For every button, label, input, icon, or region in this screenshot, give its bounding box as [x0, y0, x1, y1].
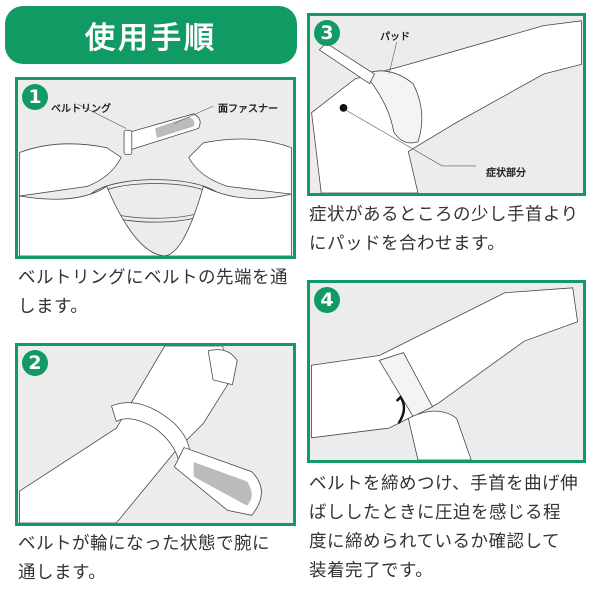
arm-belt-illustration — [19, 346, 262, 523]
step-1-caption: ベルトリングにベルトの先端を通 します。 — [18, 268, 288, 317]
step-number-badge: 2 — [22, 350, 48, 376]
step-1-illustration: 1 ベルトリング 面ファスナー — [15, 77, 296, 259]
page-title-banner: 使用手順 — [5, 6, 297, 64]
pad-label: パッド — [380, 32, 410, 43]
step-4-caption: ベルトを締めつけ、手首を曲げ伸 ばししたときに圧迫を感じる程 度に締められている… — [309, 474, 579, 581]
belt-ring-illustration — [19, 103, 292, 256]
velcro-label: 面ファスナー — [218, 104, 278, 115]
page-title: 使用手順 — [85, 21, 217, 56]
step-number-badge: 1 — [22, 84, 48, 110]
pad-placement-illustration — [311, 20, 582, 193]
step-2-caption: ベルトが輪になった状態で腕に 通します。 — [18, 534, 270, 583]
tighten-belt-illustration — [311, 287, 578, 460]
step-2-illustration: 2 — [15, 343, 296, 526]
symptom-area-label: 症状部分 — [486, 168, 526, 179]
belt-ring-label: ベルトリング — [51, 104, 111, 115]
step-4-illustration: 4 — [307, 280, 586, 463]
step-number-badge: 4 — [314, 287, 340, 313]
step-number-badge: 3 — [314, 20, 340, 46]
step-3-caption: 症状があるところの少し手首より にパッドを合わせます。 — [309, 205, 579, 254]
step-3-illustration: 3 パッド 症状部分 — [307, 13, 586, 196]
